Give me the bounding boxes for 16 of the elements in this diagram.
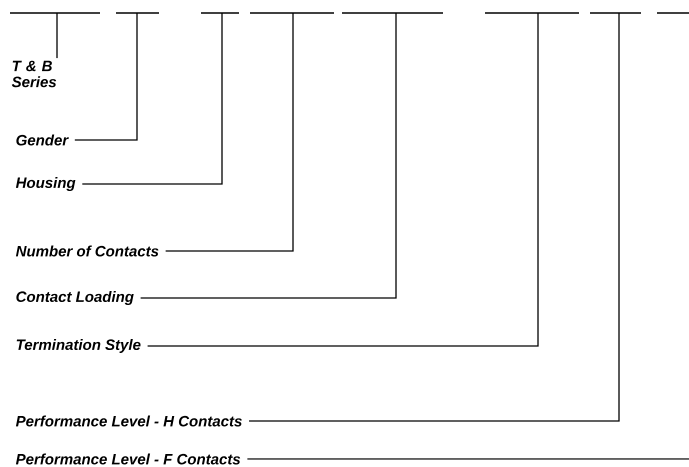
leader-line bbox=[82, 13, 223, 185]
part-label: Performance Level - H Contacts bbox=[16, 416, 242, 426]
part-label: Housing bbox=[16, 177, 76, 191]
part-label: Performance Level - F Contacts bbox=[16, 454, 240, 464]
part-label: Termination Style bbox=[16, 339, 141, 353]
part-label: Gender bbox=[16, 134, 69, 146]
part-label: Number of Contacts bbox=[16, 246, 158, 256]
part-label: Contact Loading bbox=[16, 291, 134, 305]
part-label: T & B Series bbox=[12, 60, 56, 88]
leader-line bbox=[249, 13, 620, 422]
leader-line bbox=[148, 13, 539, 347]
leader-line bbox=[247, 458, 689, 460]
leader-line bbox=[140, 13, 397, 299]
leader-line bbox=[56, 13, 58, 58]
leader-line bbox=[74, 13, 138, 141]
leader-line bbox=[166, 13, 294, 252]
